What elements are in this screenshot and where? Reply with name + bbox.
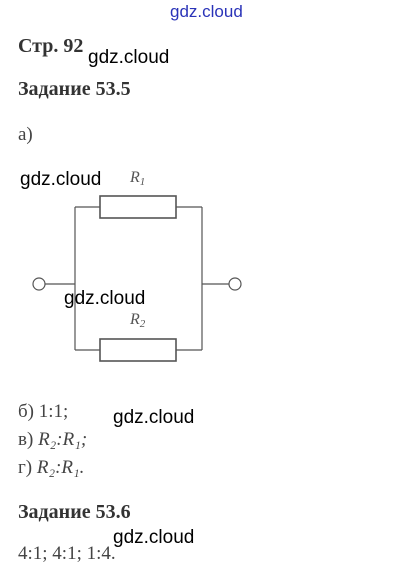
answer-v: в) R₂:R₁; (18, 430, 87, 449)
resistor-r2 (99, 338, 177, 362)
resistor-r1 (99, 195, 177, 219)
answer-b: б) 1:1; (18, 401, 69, 422)
part-a-label: а) (18, 124, 33, 145)
watermark-2: gdz.cloud (20, 169, 102, 190)
watermark-1: gdz.cloud (88, 47, 170, 68)
watermark-3: gdz.cloud (64, 288, 146, 309)
watermark-4: gdz.cloud (113, 407, 195, 428)
answer-g-prefix: г) (18, 457, 37, 478)
left-terminal (32, 277, 46, 291)
r1-label: R1 (129, 169, 145, 188)
answer-g: г) R₂:R₁. (18, 458, 84, 477)
task-53-6-answer: 4:1; 4:1; 1:4. (18, 543, 116, 564)
watermark-5: gdz.cloud (113, 527, 195, 548)
task-53-5-title: Задание 53.5 (18, 78, 131, 100)
page-reference: Стр. 92 (18, 35, 84, 57)
task-53-6-title: Задание 53.6 (18, 501, 131, 523)
r2-label: R2 (129, 311, 146, 330)
answer-g-formula: R₂:R₁. (36, 457, 85, 478)
answer-v-formula: R₂:R₁; (38, 429, 88, 450)
right-terminal (228, 277, 242, 291)
answer-v-prefix: в) (18, 429, 39, 450)
watermark-top: gdz.cloud (170, 2, 243, 21)
